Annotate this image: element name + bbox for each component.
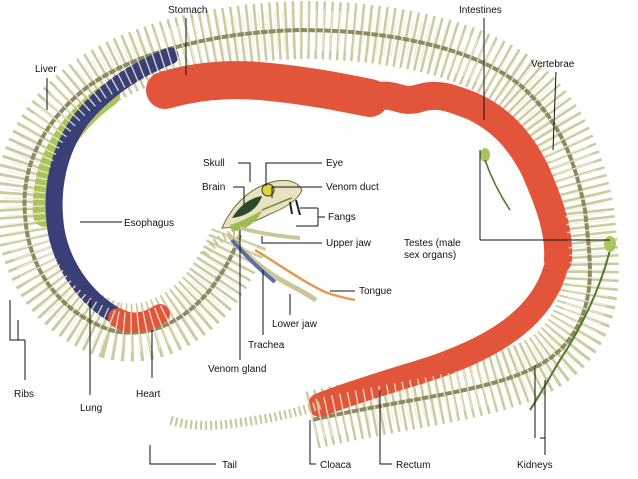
- fang-1: [295, 199, 301, 216]
- label-kidneys: Kidneys: [517, 460, 553, 471]
- leader-cloaca: [309, 420, 316, 465]
- label-tail: Tail: [222, 460, 237, 471]
- leader-eye: [265, 162, 322, 186]
- leader-ribs: [9, 300, 26, 380]
- label-ribs: Ribs: [14, 389, 34, 400]
- leader-brain: [233, 186, 245, 205]
- label-vertebrae: Vertebrae: [531, 59, 575, 70]
- kidneys: [529, 249, 611, 411]
- label-liver: Liver: [35, 64, 57, 75]
- label-venom-duct: Venom duct: [326, 182, 379, 193]
- rib-overlay: [4, 9, 610, 440]
- label-venom-gland: Venom gland: [208, 364, 266, 375]
- tongue-organ: [254, 248, 356, 302]
- venom-gland-organ: [230, 210, 262, 232]
- rectum: [308, 258, 567, 417]
- lung: [45, 47, 179, 327]
- testes-organ: [604, 236, 616, 252]
- label-trachea: Trachea: [248, 340, 285, 351]
- eye: [261, 183, 275, 197]
- snake-head: [201, 179, 356, 303]
- upper-jaw-bone: [239, 226, 301, 240]
- venom-duct-line: [261, 197, 293, 211]
- fang-2: [289, 201, 293, 215]
- leader-fangs: [296, 207, 325, 227]
- label-lower-jaw: Lower jaw: [272, 319, 318, 330]
- label-tongue: Tongue: [359, 286, 392, 297]
- label-heart: Heart: [136, 389, 161, 400]
- testes-organ-2: [480, 148, 490, 162]
- label-testes-1: Testes (male: [404, 238, 461, 249]
- trachea-organ: [230, 238, 277, 284]
- label-rectum: Rectum: [396, 460, 430, 471]
- label-fangs: Fangs: [328, 212, 356, 223]
- label-stomach: Stomach: [168, 5, 207, 16]
- leader-vertebrae: [552, 71, 557, 151]
- stomach: [146, 61, 389, 117]
- label-lung: Lung: [80, 403, 102, 414]
- label-skull: Skull: [203, 158, 225, 169]
- label-cloaca: Cloaca: [320, 460, 352, 471]
- leader-upper-jaw: [261, 236, 322, 244]
- leader-lines: [9, 18, 610, 465]
- label-upper-jaw: Upper jaw: [326, 238, 372, 249]
- label-testes-2: sex organs): [404, 250, 456, 261]
- label-esophagus: Esophagus: [124, 218, 174, 229]
- leader-skull: [238, 162, 251, 182]
- label-brain: Brain: [202, 182, 225, 193]
- intestines: [356, 81, 573, 274]
- label-eye: Eye: [326, 158, 344, 169]
- brain: [232, 196, 262, 218]
- testes-vessel: [484, 159, 511, 211]
- labels: Stomach Intestines Liver Vertebrae Skull…: [14, 5, 575, 471]
- skull: [221, 179, 303, 229]
- leader-tail: [149, 445, 216, 465]
- leader-testes: [479, 150, 610, 241]
- tail: [168, 400, 322, 430]
- snake-body: [0, 0, 619, 449]
- leader-venom-duct: [271, 186, 322, 198]
- leader-kidneys: [534, 365, 546, 455]
- label-intestines: Intestines: [459, 5, 502, 16]
- leader-rectum: [379, 390, 392, 465]
